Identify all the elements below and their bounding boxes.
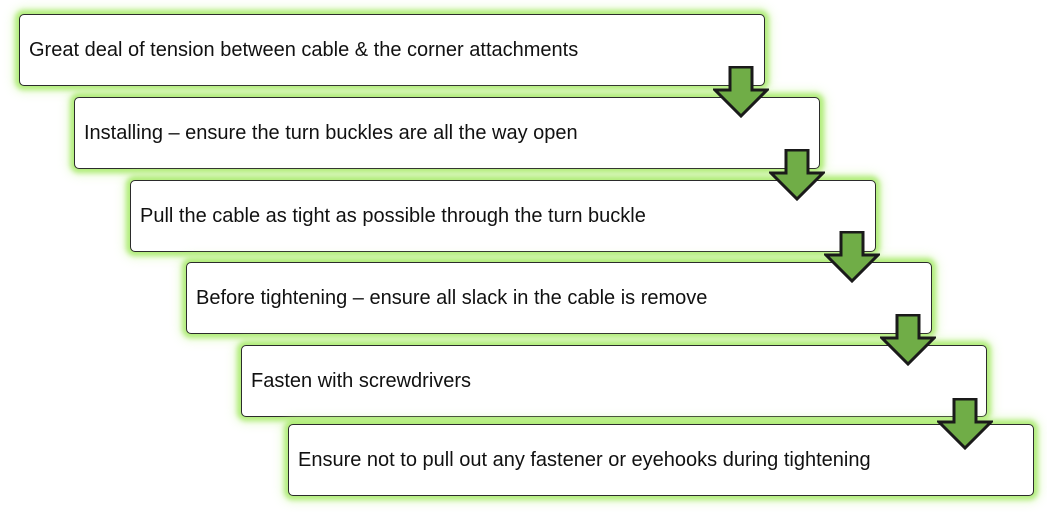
step-box-5: Fasten with screwdrivers <box>241 345 987 417</box>
step-text-5: Fasten with screwdrivers <box>251 369 472 392</box>
step-box-4: Before tightening – ensure all slack in … <box>186 262 932 334</box>
step-text-4: Before tightening – ensure all slack in … <box>196 286 708 309</box>
down-arrow-icon-2 <box>769 149 825 201</box>
step-box-3: Pull the cable as tight as possible thro… <box>130 180 876 252</box>
down-arrow-icon-1 <box>713 66 769 118</box>
step-text-2: Installing – ensure the turn buckles are… <box>84 121 578 144</box>
step-box-2: Installing – ensure the turn buckles are… <box>74 97 820 169</box>
step-text-6: Ensure not to pull out any fastener or e… <box>298 448 871 471</box>
step-box-1: Great deal of tension between cable & th… <box>19 14 765 86</box>
down-arrow-icon-5 <box>937 398 993 450</box>
down-arrow-icon-4 <box>880 314 936 366</box>
down-arrow-icon-3 <box>824 231 880 283</box>
step-box-6: Ensure not to pull out any fastener or e… <box>288 424 1034 496</box>
step-text-1: Great deal of tension between cable & th… <box>29 38 579 61</box>
step-text-3: Pull the cable as tight as possible thro… <box>140 204 646 227</box>
